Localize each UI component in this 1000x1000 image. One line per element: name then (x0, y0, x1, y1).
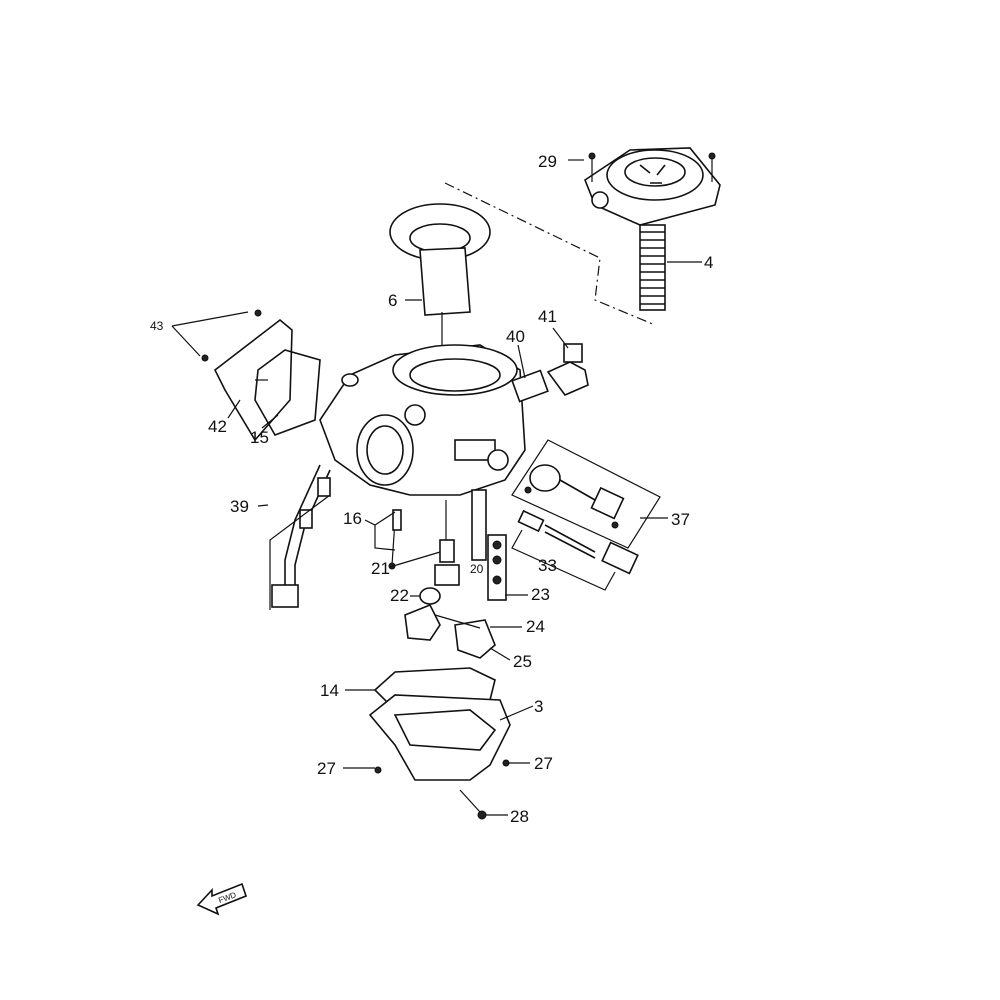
label-6: 6 (388, 291, 397, 310)
label-3: 3 (534, 697, 543, 716)
label-27-left: 27 (317, 759, 336, 778)
label-15: 15 (250, 428, 269, 447)
label-43: 43 (150, 319, 164, 333)
label-42: 42 (208, 417, 227, 436)
needle-jet-20-23 (471, 489, 507, 601)
label-29: 29 (538, 152, 557, 171)
label-21: 21 (371, 559, 390, 578)
label-4: 4 (704, 253, 713, 272)
spring (639, 224, 666, 311)
label-37: 37 (671, 510, 690, 529)
label-28: 28 (510, 807, 529, 826)
pilot-screw-16 (388, 509, 402, 570)
cover-plate (201, 309, 321, 442)
label-39: 39 (230, 497, 249, 516)
carburetor-body (319, 344, 526, 496)
fitting-40-41 (511, 343, 589, 403)
leader-lines (171, 159, 702, 816)
forward-arrow-icon: FWD (196, 882, 247, 916)
label-23: 23 (531, 585, 550, 604)
label-14: 14 (320, 681, 339, 700)
diaphragm-piston (389, 203, 491, 370)
drain-hose (269, 464, 331, 610)
label-40: 40 (506, 327, 525, 346)
label-27-right: 27 (534, 754, 553, 773)
choke-assembly-37 (511, 439, 661, 549)
label-16: 16 (343, 509, 362, 528)
label-24: 24 (526, 617, 545, 636)
label-41: 41 (538, 307, 557, 326)
label-20: 20 (470, 562, 484, 576)
label-25: 25 (513, 652, 532, 671)
float-24-25 (404, 603, 496, 659)
label-22: 22 (390, 586, 409, 605)
label-33: 33 (538, 556, 557, 575)
top-cover (584, 147, 721, 226)
float-bowl (368, 667, 511, 820)
main-jet-21 (419, 500, 460, 605)
choke-plunger-33 (511, 509, 639, 591)
